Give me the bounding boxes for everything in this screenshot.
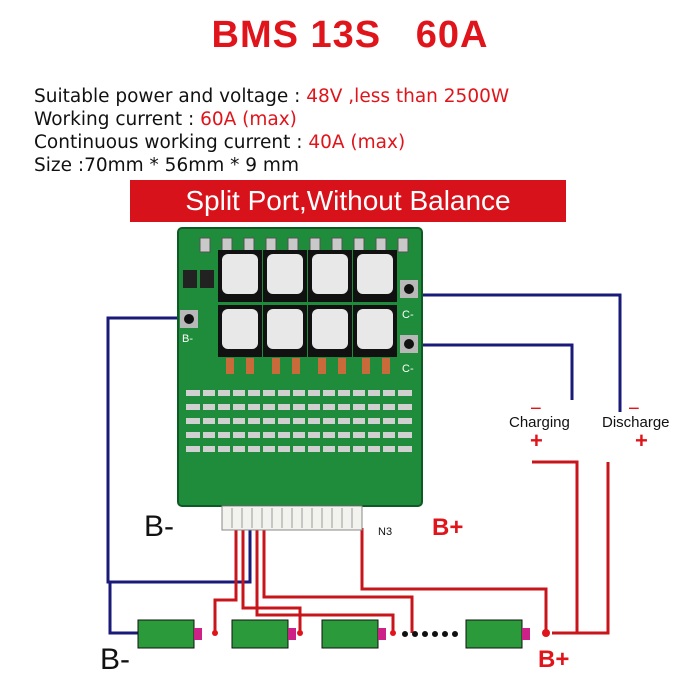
spec-label: Working current : — [34, 109, 201, 130]
b-plus-board-label: B+ — [432, 514, 464, 541]
red-wires — [213, 460, 610, 635]
charging-plus: + — [530, 428, 543, 453]
discharge-minus: − — [628, 398, 640, 420]
bms-board-image: B- C- C- N3 — [177, 227, 423, 538]
board-marking-b: B- — [182, 333, 193, 345]
spec-label: Size :70mm * 56mm * 9 mm — [34, 155, 299, 176]
spec-voltage: Suitable power and voltage : 48V ,less t… — [34, 86, 509, 107]
spec-label: Suitable power and voltage : — [34, 86, 307, 107]
spec-value: 40A (max) — [308, 132, 406, 153]
board-marking-connector: N3 — [378, 526, 392, 538]
battery-cell-icon — [465, 619, 530, 649]
board-marking-c2: C- — [402, 363, 414, 375]
spec-value: 60A (max) — [200, 109, 297, 130]
battery-cell-icon — [231, 619, 296, 649]
charging-label: Charging — [509, 414, 570, 431]
battery-cell-icon — [321, 619, 386, 649]
ellipsis-dots — [402, 631, 458, 637]
banner: Split Port,Without Balance — [130, 180, 566, 222]
b-minus-board-label: B- — [144, 510, 174, 543]
b-plus-bottom-label: B+ — [538, 646, 570, 673]
b-minus-bottom-label: B- — [100, 643, 130, 676]
blue-wires — [106, 293, 622, 635]
spec-label: Continuous working current : — [34, 132, 309, 153]
spec-size: Size :70mm * 56mm * 9 mm — [34, 155, 299, 176]
battery-cell-icon — [137, 619, 202, 649]
board-marking-c1: C- — [402, 309, 414, 321]
battery-cells — [137, 619, 550, 649]
spec-working-current: Working current : 60A (max) — [34, 109, 297, 130]
discharge-label: Discharge — [602, 414, 670, 431]
page-title: BMS 13S 60A — [211, 14, 489, 56]
charging-minus: − — [530, 398, 542, 420]
spec-value: 48V ,less than 2500W — [306, 86, 510, 107]
discharge-plus: + — [635, 428, 648, 453]
spec-continuous-current: Continuous working current : 40A (max) — [34, 132, 405, 153]
